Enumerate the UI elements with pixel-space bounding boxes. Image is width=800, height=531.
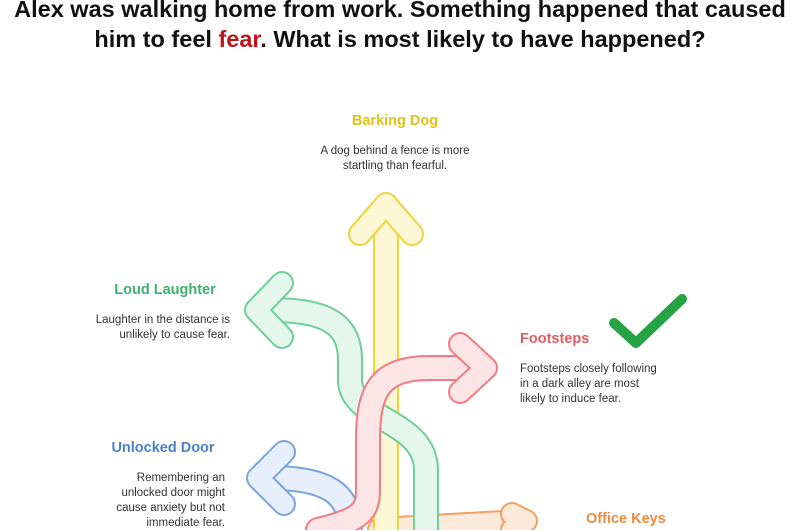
question-line-2: him to feel fear. What is most likely to… xyxy=(0,24,800,54)
option-title-barking-dog: Barking Dog xyxy=(351,113,439,129)
option-desc-unlocked-door: Remembering an unlocked door might cause… xyxy=(116,472,225,529)
option-desc-barking-dog: A dog behind a fence is more startling t… xyxy=(320,145,470,172)
arrow-footsteps xyxy=(305,332,498,530)
question-text: Alex was walking home from work. Somethi… xyxy=(0,0,800,54)
option-title-unlocked-door: Unlocked Door xyxy=(111,440,215,456)
question-line-2-end: . What is most likely to have happened? xyxy=(260,26,706,52)
checkmark-icon xyxy=(609,294,687,348)
question-keyword: fear xyxy=(218,26,261,52)
arrow-loud-laughter xyxy=(244,271,439,530)
option-desc-loud-laughter: Laughter in the distance is unlikely to … xyxy=(95,314,230,341)
option-title-footsteps: Footsteps xyxy=(520,331,590,347)
option-title-office-keys: Office Keys xyxy=(586,511,666,527)
option-desc-footsteps: Footsteps closely following in a dark al… xyxy=(520,363,657,405)
option-title-loud-laughter: Loud Laughter xyxy=(114,282,216,298)
arrow-office-keys xyxy=(367,502,538,530)
question-line-2-start: him to feel xyxy=(94,26,219,52)
question-line-1: Alex was walking home from work. Somethi… xyxy=(14,0,786,22)
